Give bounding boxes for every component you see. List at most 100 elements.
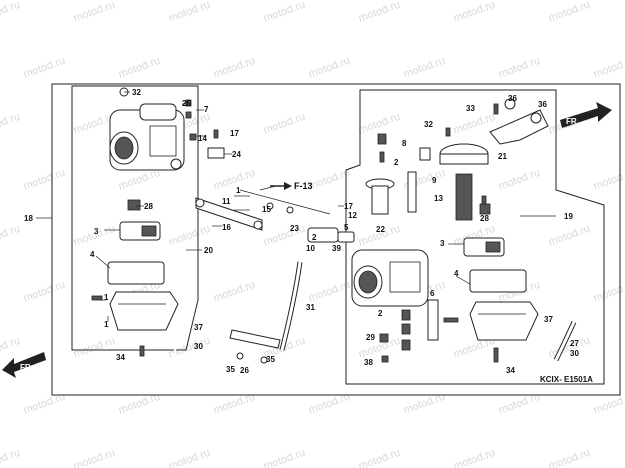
watermark-text: motod.ru xyxy=(0,0,22,25)
watermark-text: motod.ru xyxy=(72,447,117,468)
watermark-text: motod.ru xyxy=(117,55,162,81)
watermark-text: motod.ru xyxy=(0,447,22,468)
callout: 1 xyxy=(104,293,109,302)
callout: 12 xyxy=(348,211,357,220)
callout: 35 xyxy=(266,355,275,364)
callout: 32 xyxy=(132,88,141,97)
watermark-text: motod.ru xyxy=(357,0,402,25)
callout: 18 xyxy=(24,214,33,223)
left-float-chamber xyxy=(107,261,179,331)
callout: 19 xyxy=(564,212,573,221)
callout: 34 xyxy=(116,353,125,362)
callout: 35 xyxy=(226,365,235,374)
watermark-text: motod.ru xyxy=(357,111,402,137)
watermark-text: motod.ru xyxy=(402,55,447,81)
watermark-text: motod.ru xyxy=(592,55,625,81)
callout: 36 xyxy=(538,100,547,109)
watermark-text: motod.ru xyxy=(547,0,592,25)
callout: 5 xyxy=(344,223,349,232)
callout: 16 xyxy=(222,223,231,232)
reference-arrow-icon xyxy=(270,182,292,190)
callout: 2 xyxy=(312,233,317,242)
watermark-text: motod.ru xyxy=(117,167,162,193)
callout: 37 xyxy=(194,323,203,332)
left-drain-tube xyxy=(171,321,187,361)
watermark-text: motod.ru xyxy=(212,279,257,305)
right-carburetor-frame xyxy=(345,89,605,385)
watermark-text: motod.ru xyxy=(0,223,22,249)
callout: 30 xyxy=(570,349,579,358)
watermark-text: motod.ru xyxy=(452,447,497,468)
center-bracket xyxy=(307,227,355,243)
callout: 7 xyxy=(204,105,209,114)
callout: 33 xyxy=(466,104,475,113)
callout: 21 xyxy=(498,152,507,161)
reference-label: F-13 xyxy=(294,181,313,191)
right-float-valve xyxy=(463,203,505,257)
front-left-label: FR. xyxy=(20,363,33,372)
callout: 15 xyxy=(262,205,271,214)
watermark-text: motod.ru xyxy=(307,55,352,81)
callout: 4 xyxy=(454,269,459,278)
right-piston xyxy=(365,178,395,215)
callout: 23 xyxy=(290,224,299,233)
callout: 13 xyxy=(434,194,443,203)
leader-lines xyxy=(36,91,556,322)
callout: 28 xyxy=(144,202,153,211)
left-small-parts xyxy=(91,87,225,357)
callout: 2 xyxy=(394,158,399,167)
callout: 9 xyxy=(432,176,437,185)
front-left-arrow-icon: FR. xyxy=(2,352,46,378)
callout: 38 xyxy=(364,358,373,367)
callout: 3 xyxy=(440,239,445,248)
callout: 6 xyxy=(430,289,435,298)
watermark-text: motod.ru xyxy=(452,0,497,25)
watermark-text: motod.ru xyxy=(547,447,592,468)
watermark-text: motod.ru xyxy=(262,447,307,468)
watermark-text: motod.ru xyxy=(262,223,307,249)
watermark-text: motod.ru xyxy=(167,0,212,25)
right-diaphragm-cover xyxy=(439,143,489,165)
callout: 1 xyxy=(104,320,109,329)
front-right-arrow-icon: FR. xyxy=(560,102,612,128)
callout: 22 xyxy=(376,225,385,234)
callout: 17 xyxy=(344,202,353,211)
callout: 2 xyxy=(378,309,383,318)
lower-link-plate xyxy=(229,329,281,364)
catalog-code: KCIX- E1501A xyxy=(540,375,593,384)
left-carburetor-body xyxy=(109,103,185,171)
watermark-text: motod.ru xyxy=(307,279,352,305)
callout: 20 xyxy=(204,246,213,255)
callout: 8 xyxy=(402,139,407,148)
watermark-text: motod.ru xyxy=(262,111,307,137)
callout: 31 xyxy=(306,303,315,312)
callout: 1 xyxy=(236,186,241,195)
callout-labels: 32 25 7 14 17 24 18 28 3 4 1 1 20 1 11 1… xyxy=(24,88,579,375)
callout: 24 xyxy=(232,150,241,159)
callout: 11 xyxy=(222,197,231,206)
callout: 39 xyxy=(332,244,341,253)
watermark-text: motod.ru xyxy=(307,167,352,193)
callout: 4 xyxy=(90,250,95,259)
callout: 26 xyxy=(240,366,249,375)
right-float-chamber xyxy=(469,269,539,341)
watermark-text: motod.ru xyxy=(497,55,542,81)
watermark-text: motod.ru xyxy=(212,167,257,193)
watermark-text: motod.ru xyxy=(0,335,22,361)
callout: 27 xyxy=(570,339,579,348)
watermark-text: motod.ru xyxy=(452,111,497,137)
right-spring xyxy=(455,173,473,221)
right-top-bracket xyxy=(489,98,549,145)
watermark-text: motod.ru xyxy=(22,55,67,81)
right-carburetor-body xyxy=(351,249,429,307)
callout: 34 xyxy=(506,366,515,375)
watermark-text: motod.ru xyxy=(212,55,257,81)
callout: 17 xyxy=(230,129,239,138)
watermark-text: motod.ru xyxy=(72,0,117,25)
watermark-text: motod.ru xyxy=(22,279,67,305)
callout: 29 xyxy=(366,333,375,342)
assembly-frame xyxy=(51,83,621,396)
callout: 28 xyxy=(480,214,489,223)
left-carburetor-frame xyxy=(71,85,199,351)
